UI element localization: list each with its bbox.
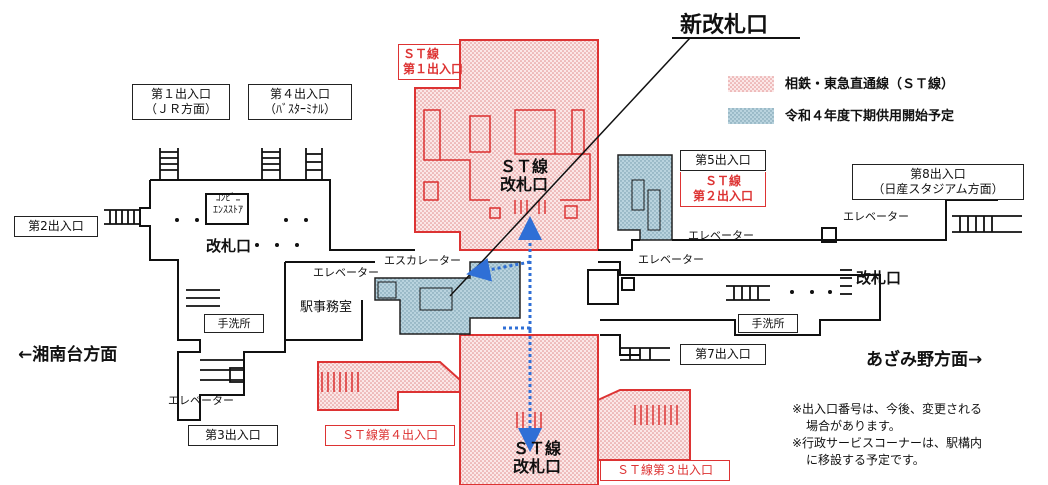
west-concourse [104,148,415,421]
st-line-area-south [317,334,691,485]
st-exit-1-label: ＳＴ線 第１出入口 [398,44,464,80]
east-gate-label: 改札口 [856,269,902,287]
st-gate-south-label: ＳＴ線 改札口 [513,439,562,477]
legend-st-line: 相鉄・東急直通線（ＳＴ線） [785,77,955,92]
elevator-label-exit8: エレベーター [843,210,909,223]
exit-4-name: 第４出入口 [269,87,330,101]
route-arrows [466,216,542,452]
exit-8-name: 第8出入口 [910,167,966,181]
new-gate-callout [449,37,691,297]
exit-4-label: 第４出入口 （ﾊﾞｽﾀｰﾐﾅﾙ） [248,84,352,120]
st-gate-north-label: ＳＴ線 改札口 [500,157,549,195]
note-1-line1: ※出入口番号は、今後、変更される [792,402,983,416]
st-exit-2-name: 第２出入口 [692,189,753,203]
notes: ※出入口番号は、今後、変更される 場合があります。 ※行政サービスコーナーは、駅… [792,401,982,469]
legend-swatch-new-area [728,108,774,124]
st-exit-2-label: ＳＴ線 第２出入口 [680,172,766,207]
east-concourse [587,199,1022,361]
st-gate-north-name: 改札口 [500,175,549,195]
note-2-line2: に移設する予定です。 [806,453,925,467]
st-exit-2-line: ＳＴ線 [704,174,741,188]
direction-azamino: あざみ野方面→ [866,350,983,370]
elevator-label-east: エレベーター [638,253,704,266]
exit-5-label: 第5出入口 [680,150,766,171]
restroom-east-label: 手洗所 [738,314,798,333]
exit-1-name: 第１出入口 [150,87,211,101]
restroom-west-label: 手洗所 [204,314,264,333]
legend-swatch-st-line [728,76,774,92]
exit-1-direction: （ＪＲ方面） [144,102,217,116]
note-1-line2: 場合があります。 [806,419,901,433]
exit-1-label: 第１出入口 （ＪＲ方面） [132,84,230,120]
convenience-store-line1: ｺﾝﾋﾞﾆ [215,193,241,204]
st-gate-south-name: 改札口 [513,457,562,477]
st-exit-1-line: ＳＴ線 [403,47,440,61]
direction-shonandai: ←湘南台方面 [18,345,118,365]
escalator-label: エスカレーター [384,254,461,267]
west-gate-label: 改札口 [206,237,252,255]
st-gate-north-line: ＳＴ線 [500,157,549,176]
st-exit-3-label: ＳＴ線第３出入口 [600,460,730,481]
st-exit-1-name: 第１出入口 [403,62,464,76]
map-title: 新改札口 [680,13,769,38]
exit-3-label: 第3出入口 [188,425,278,446]
convenience-store-label: ｺﾝﾋﾞﾆ ｴﾝｽｽﾄｱ [208,193,248,217]
exit-8-direction: （日産スタジアム方面） [872,182,1004,196]
exit-7-label: 第7出入口 [680,344,766,365]
st-gate-south-line: ＳＴ線 [513,439,562,458]
convenience-store-line2: ｴﾝｽｽﾄｱ [213,205,243,216]
note-2-line1: ※行政サービスコーナーは、駅構内 [792,436,983,450]
legend-new-area: 令和４年度下期供用開始予定 [785,109,955,124]
station-office-label: 駅事務室 [300,300,353,315]
exit-2-label: 第2出入口 [14,216,98,237]
exit-8-label: 第8出入口 （日産スタジアム方面） [852,164,1024,200]
st-exit-4-label: ＳＴ線第４出入口 [325,425,455,446]
exit-4-direction: （ﾊﾞｽﾀｰﾐﾅﾙ） [263,102,336,116]
elevator-label-exit5: エレベーター [688,229,754,242]
elevator-label-west: エレベーター [168,394,234,407]
elevator-label-center: エレベーター [313,266,379,279]
